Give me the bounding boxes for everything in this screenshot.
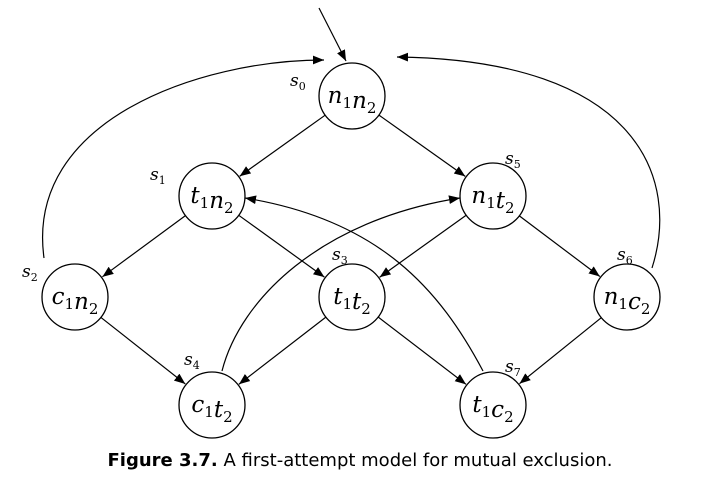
state-s3-id: s3: [332, 245, 348, 267]
transition-s0-to-s5: [378, 114, 466, 177]
transition-s2-to-s4: [100, 316, 186, 385]
state-transition-diagram: n1n2 s0 t1n2 s1 c1n2 s2 t1t2 s3 c1t2 s4 n1t2 s5 n1c2…: [22, 7, 661, 439]
transition-s7-to-s1: [244, 195, 484, 372]
transition-s4-to-s5: [221, 195, 461, 372]
state-s2: c1n2 s2: [22, 262, 109, 331]
state-s5-circle: [459, 162, 527, 230]
state-s3-label: t1t2: [333, 284, 371, 318]
states-layer: n1n2 s0 t1n2 s1 c1n2 s2 t1t2 s3 c1t2 s4 n1t2 s5 n1c2…: [22, 62, 661, 439]
state-s1-circle: [178, 162, 246, 230]
state-s1-label: t1n2: [190, 183, 233, 217]
state-s4-circle: [178, 371, 246, 439]
state-s1: t1n2 s1: [150, 162, 246, 230]
state-s0: n1n2 s0: [290, 62, 386, 130]
transition-s1-to-s3: [238, 214, 325, 278]
state-s6-id: s6: [617, 245, 633, 267]
state-s4: c1t2 s4: [178, 350, 246, 439]
transitions-layer: [41, 7, 661, 385]
state-s4-id: s4: [184, 350, 200, 372]
state-s2-label: c1n2: [52, 284, 99, 318]
state-s4-label: c1t2: [191, 392, 232, 426]
caption-text: A first-attempt model for mutual exclusi…: [223, 450, 613, 471]
transition-s0-to-s1: [239, 114, 326, 177]
state-s3: t1t2 s3: [318, 245, 386, 331]
state-s0-label: n1n2: [328, 83, 377, 117]
transition-s5-to-s3: [379, 214, 467, 278]
state-s7-circle: [459, 371, 527, 439]
state-s0-circle: [318, 62, 386, 130]
state-s3-circle: [318, 263, 386, 331]
state-s6-label: n1c2: [604, 284, 651, 318]
initial-state-arrow: [318, 7, 347, 62]
figure-caption: Figure 3.7. A first-attempt model for mu…: [0, 450, 720, 471]
state-s5: n1t2 s5: [459, 149, 527, 230]
state-s5-id: s5: [505, 149, 521, 171]
state-s7-label: t1c2: [472, 392, 513, 426]
transition-s3-to-s4: [238, 316, 327, 385]
state-s6: n1c2 s6: [593, 245, 661, 331]
transition-s3-to-s7: [377, 316, 467, 385]
transition-s2-to-s0: [41, 55, 325, 259]
figure-label: Figure 3.7.: [107, 450, 218, 471]
transition-s5-to-s6: [518, 215, 601, 278]
state-s2-circle: [41, 263, 109, 331]
transition-s6-to-s7: [519, 317, 602, 385]
state-s7: t1c2 s7: [459, 357, 527, 439]
state-s2-id: s2: [22, 262, 38, 284]
state-s6-circle: [593, 263, 661, 331]
state-s1-id: s1: [150, 165, 166, 187]
state-s7-id: s7: [505, 357, 521, 379]
state-s0-id: s0: [290, 71, 306, 93]
state-s5-label: n1t2: [471, 183, 514, 217]
transition-s6-to-s0: [396, 52, 661, 269]
transition-s1-to-s2: [102, 215, 186, 278]
